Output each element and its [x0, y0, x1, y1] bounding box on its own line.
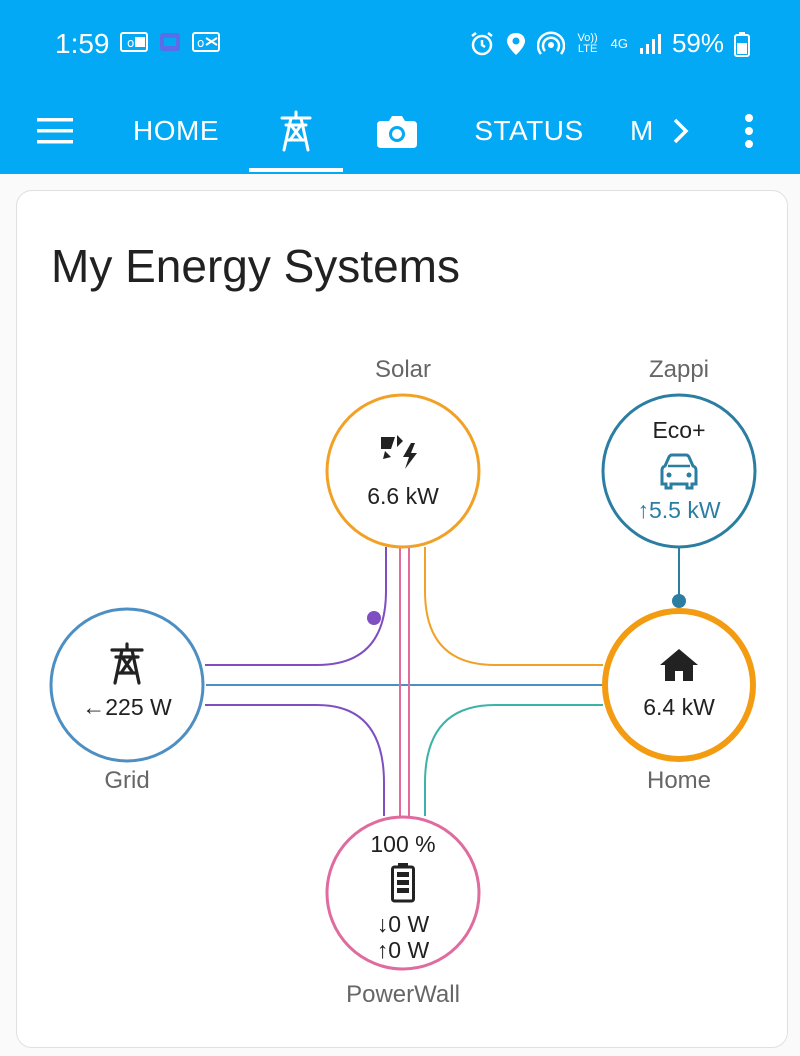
svg-text:o: o	[197, 36, 204, 50]
battery-in-value: ↓0 W	[376, 911, 430, 937]
menu-button[interactable]	[30, 88, 80, 174]
chevron-right-icon	[673, 118, 689, 144]
battery-to-home-line	[424, 704, 603, 816]
transmission-tower-icon	[280, 110, 312, 152]
svg-text:o: o	[127, 36, 134, 50]
flow-dot	[367, 611, 381, 625]
outlook-icon: o	[192, 32, 220, 52]
battery-percent: 59%	[671, 28, 724, 58]
camera-icon	[377, 116, 417, 148]
signal-icon	[639, 33, 661, 54]
energy-flow-diagram	[49, 393, 757, 971]
zappi-power-value: ↑5.5 kW	[637, 497, 721, 523]
hotspot-icon	[536, 30, 565, 55]
alarm-icon	[470, 31, 493, 55]
tab-home[interactable]: HOME	[118, 88, 234, 174]
solar-power-icon	[381, 435, 417, 469]
volte-icon: Vo)) LTE	[577, 31, 598, 55]
app-toolbar: HOME STATUS M	[0, 88, 800, 174]
status-bar: 1:59 o o Vo)) LTE 4G 59%	[0, 0, 800, 88]
tab-status[interactable]: STATUS	[462, 88, 596, 174]
grid-power-value: ←225 W	[82, 694, 172, 720]
outlook-icon: o	[120, 32, 148, 52]
hamburger-menu-icon	[37, 118, 73, 144]
grid-node[interactable]	[49, 607, 205, 763]
home-node[interactable]	[602, 608, 756, 762]
zappi-label: Zappi	[648, 356, 710, 383]
solar-to-home-line	[424, 547, 603, 666]
flow-dot	[672, 594, 686, 608]
battery-icon	[391, 863, 415, 903]
home-power-value: 6.4 kW	[643, 694, 715, 720]
grid-to-battery-line	[205, 704, 385, 816]
solar-to-grid-line	[205, 547, 387, 666]
tab-status-label: STATUS	[474, 115, 584, 146]
grid-label: Grid	[104, 767, 150, 794]
tab-energy[interactable]	[249, 88, 343, 174]
zappi-node[interactable]	[601, 393, 757, 549]
notification-icons: o o	[120, 30, 220, 54]
zappi-mode: Eco+	[652, 417, 706, 443]
battery-out-value: ↑0 W	[376, 937, 430, 963]
energy-distribution-card: My Energy Systems	[16, 190, 788, 1048]
car-icon	[660, 453, 698, 490]
status-time: 1:59	[55, 28, 110, 59]
overflow-menu-button[interactable]	[734, 88, 764, 174]
tab-home-label: HOME	[133, 115, 219, 146]
more-vert-icon	[745, 114, 753, 148]
tab-more-truncated[interactable]: M	[630, 88, 658, 174]
battery-label: PowerWall	[346, 981, 460, 1008]
system-icons: Vo)) LTE 4G 59%	[469, 28, 750, 59]
tab-more-label: M	[630, 115, 654, 146]
card-title: My Energy Systems	[51, 240, 460, 292]
battery-icon	[734, 31, 750, 57]
solar-node[interactable]	[325, 393, 481, 549]
solar-label: Solar	[374, 356, 432, 383]
tab-camera[interactable]	[352, 88, 442, 174]
solar-power-value: 6.6 kW	[367, 483, 439, 509]
battery-percent-value: 100 %	[370, 831, 436, 857]
home-label: Home	[646, 767, 712, 794]
calendar-icon	[160, 33, 180, 51]
transmission-tower-icon	[110, 642, 144, 685]
active-tab-indicator	[249, 168, 343, 172]
scroll-tabs-right-button[interactable]	[664, 88, 698, 174]
home-icon	[660, 649, 698, 681]
location-icon	[506, 32, 525, 55]
4g-icon: 4G	[610, 36, 628, 51]
